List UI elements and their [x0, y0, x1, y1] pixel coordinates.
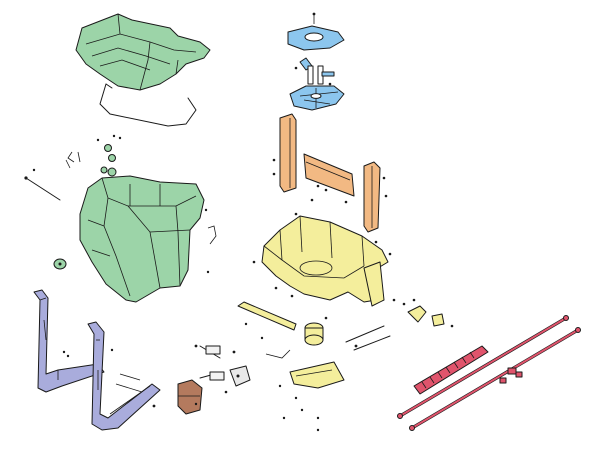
- gearbox: [177, 379, 203, 415]
- pivot-rod: [24, 168, 61, 201]
- hopper-clip: [204, 208, 217, 274]
- side-frame-right: [87, 321, 161, 431]
- lid-wire-handle: [99, 83, 197, 127]
- spinner-disc-lower: [289, 85, 345, 111]
- control-linkage: [194, 344, 236, 381]
- spinner-disc-upper: [287, 12, 345, 51]
- deflector-plate: [265, 349, 345, 432]
- hopper-tub: [79, 175, 205, 303]
- roller-nut: [53, 258, 67, 270]
- drive-shaft-lower: [409, 327, 581, 431]
- upright-left: [279, 113, 297, 193]
- pivot-bracket: [402, 298, 454, 328]
- linkage-bar: [237, 301, 297, 340]
- shift-block: [224, 365, 251, 394]
- upright-hardware: [272, 158, 388, 204]
- upright-crossplate: [303, 153, 355, 197]
- spinner-shaft-assembly: [294, 57, 335, 86]
- adjust-rods: [345, 325, 391, 351]
- side-frame-hardware: [62, 348, 156, 408]
- auger-shaft: [413, 345, 489, 395]
- hopper-lid: [75, 13, 211, 91]
- bushing-assembly: [304, 316, 328, 346]
- main-frame-hardware: [252, 212, 396, 302]
- upright-right: [363, 161, 381, 233]
- shaft-couplers: [499, 367, 523, 384]
- main-frame: [261, 215, 389, 307]
- drive-shaft-upper: [397, 315, 569, 419]
